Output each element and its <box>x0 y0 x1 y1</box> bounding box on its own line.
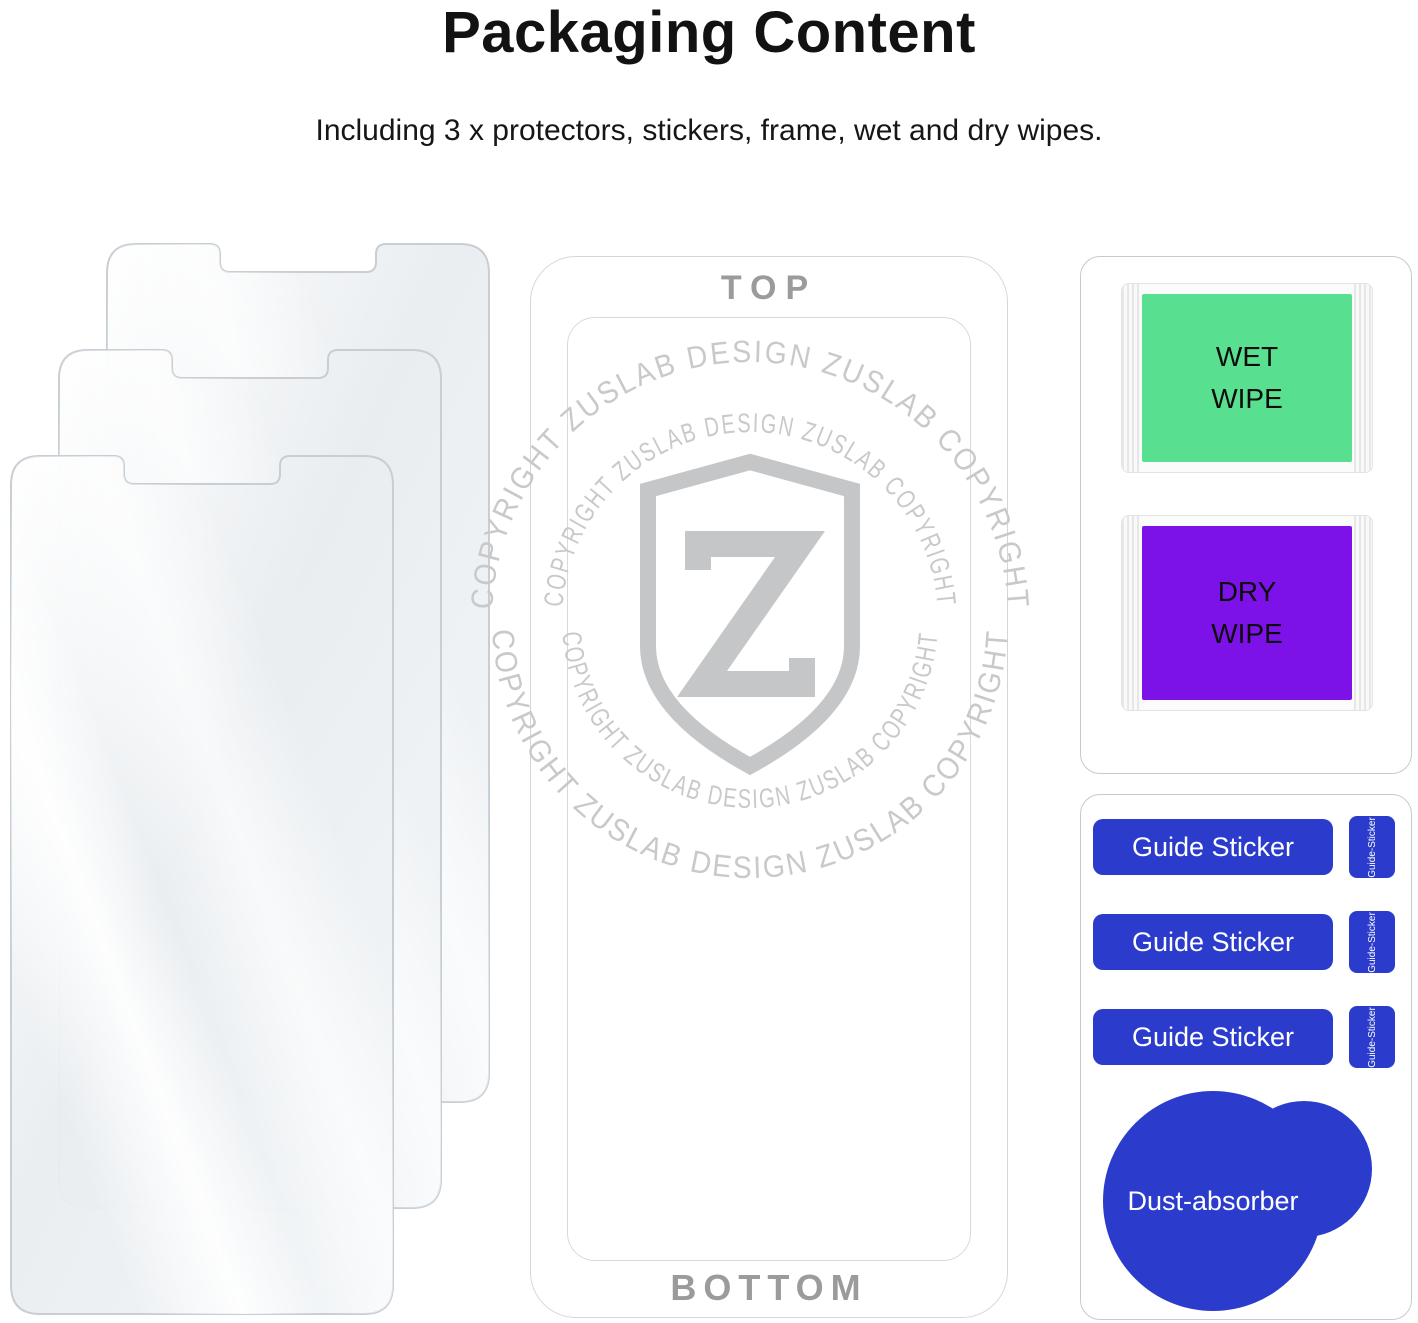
frame-top-label: TOP <box>720 269 818 307</box>
guide-sticker-tab: Guide-Sticker <box>1349 816 1395 878</box>
guide-sticker-row: Guide Sticker Guide-Sticker <box>1093 911 1395 973</box>
guide-sticker: Guide Sticker <box>1093 819 1333 875</box>
guide-sticker-row: Guide Sticker Guide-Sticker <box>1093 1006 1395 1068</box>
frame-bottom-label: BOTTOM <box>670 1267 868 1308</box>
wet-wipe-label-line2: WIPE <box>1211 383 1283 414</box>
screen-protector-sheet-3 <box>10 455 394 1315</box>
frame-opening <box>567 317 971 1261</box>
guide-sticker-row: Guide Sticker Guide-Sticker <box>1093 816 1395 878</box>
dust-absorber: Dust-absorber <box>1103 1091 1323 1311</box>
dry-wipe: DRY WIPE <box>1142 526 1352 700</box>
guide-sticker-tab-label: Guide-Sticker <box>1366 911 1378 973</box>
wet-wipe: WET WIPE <box>1142 294 1352 462</box>
dry-wipe-label-line2: WIPE <box>1211 618 1283 649</box>
guide-sticker-tab-label: Guide-Sticker <box>1366 816 1378 878</box>
dust-absorber-label: Dust-absorber <box>1127 1185 1299 1216</box>
wet-wipe-packet: WET WIPE <box>1121 283 1373 473</box>
alignment-frame: TOP BOTTOM <box>530 256 1008 1318</box>
guide-sticker: Guide Sticker <box>1093 1009 1333 1065</box>
stickers-card: Guide Sticker Guide-Sticker Guide Sticke… <box>1080 794 1412 1320</box>
page-title: Packaging Content <box>442 0 976 65</box>
wipes-card: WET WIPE DRY WIPE <box>1080 256 1412 774</box>
dry-wipe-packet: DRY WIPE <box>1121 515 1373 711</box>
dry-wipe-label-line1: DRY <box>1217 576 1277 607</box>
glass-reflection <box>11 456 393 1314</box>
guide-sticker-tab: Guide-Sticker <box>1349 911 1395 973</box>
guide-sticker: Guide Sticker <box>1093 914 1333 970</box>
guide-sticker-tab: Guide-Sticker <box>1349 1006 1395 1068</box>
wet-wipe-label-line1: WET <box>1215 341 1279 372</box>
guide-sticker-tab-label: Guide-Sticker <box>1366 1006 1378 1068</box>
page-subtitle: Including 3 x protectors, stickers, fram… <box>315 114 1103 147</box>
